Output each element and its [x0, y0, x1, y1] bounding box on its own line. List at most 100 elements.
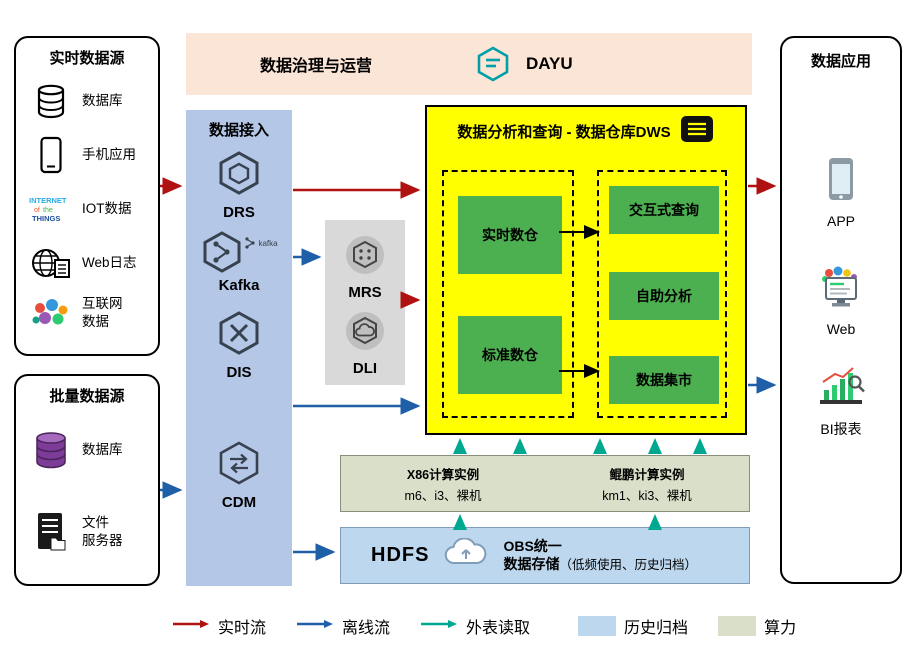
ingestion-item-kafka: kafka Kafka [186, 230, 292, 294]
governance-title: 数据治理与运营 [260, 58, 373, 75]
service-group: 交互式查询 自助分析 数据集市 [597, 170, 727, 418]
processing-item-label: MRS [348, 284, 382, 301]
dli-icon [344, 310, 386, 357]
source-item-database: 数据库 [26, 76, 154, 126]
app-icon [826, 156, 856, 207]
file-server-icon [26, 511, 76, 553]
iot-icon: INTERNET of the THINGS [26, 194, 76, 224]
application-label: APP [826, 213, 855, 229]
legend-label: 历史归档 [624, 620, 689, 637]
source-item-label: 数据库 [82, 93, 123, 109]
source-item-label: 数据库 [82, 442, 123, 458]
batch-sources-panel: 批量数据源 数据库 [14, 374, 160, 586]
source-item-batch-database: 数据库 [26, 422, 154, 478]
legend-item-offline: 离线流 [296, 614, 390, 638]
legend: 实时流 离线流 外表读取 历史归档 算力 [172, 614, 796, 638]
ingestion-item-label: Kafka [218, 277, 260, 294]
ingestion-title: 数据接入 [208, 122, 269, 139]
applications-title: 数据应用 [810, 53, 871, 70]
source-item-label: 文件 服务器 [82, 515, 123, 548]
obs-line2: 数据存储 [503, 556, 560, 573]
kafka-hexagon-icon: kafka [200, 230, 278, 274]
external-read-arrow-icon [420, 617, 458, 635]
bi-report-icon [817, 364, 865, 413]
standard-warehouse-box: 标准数仓 [458, 316, 562, 394]
obs-note: （低频使用、历史归档） [559, 558, 697, 573]
batch-sources-title: 批量数据源 [49, 388, 125, 405]
x86-compute-title: X86计算实例 [406, 467, 480, 482]
legend-label: 离线流 [342, 620, 391, 637]
source-item-label: Web日志 [82, 255, 137, 271]
ingestion-item-label: DRS [223, 204, 255, 221]
ingestion-item-label: DIS [226, 364, 252, 381]
dis-hexagon-icon [216, 310, 262, 361]
processing-item-dli: DLI [325, 310, 405, 377]
legend-item-realtime: 实时流 [172, 614, 266, 638]
web-log-icon [26, 246, 76, 280]
purple-database-icon [26, 429, 76, 471]
source-item-web-log: Web日志 [26, 238, 154, 288]
x86-compute-detail: m6、i3、裸机 [404, 488, 482, 503]
warehouse-group: 实时数仓 标准数仓 [442, 170, 574, 418]
dws-title: 数据分析和查询 - 数据仓库DWS [457, 123, 671, 141]
application-label: BI报表 [820, 421, 862, 437]
svg-text:THINGS: THINGS [32, 214, 60, 223]
obs-line1: OBS统一 [503, 538, 562, 555]
offline-flow-arrow-icon [296, 617, 334, 635]
web-icon [817, 266, 865, 315]
dws-panel: 数据分析和查询 - 数据仓库DWS 实时数仓 标准数仓 交互式查询 [425, 105, 747, 435]
cdm-hexagon-icon [216, 440, 262, 491]
dayu-logo-icon [468, 46, 518, 82]
dws-title-row: 数据分析和查询 - 数据仓库DWS [427, 114, 745, 148]
kunpeng-compute-title: 鲲鹏计算实例 [609, 467, 685, 482]
governance-panel: 数据治理与运营 DAYU [186, 33, 752, 95]
database-icon [26, 83, 76, 119]
mobile-phone-icon [26, 136, 76, 174]
drs-hexagon-icon [216, 150, 262, 201]
service-label: 数据集市 [636, 372, 692, 388]
svg-text:INTERNET: INTERNET [29, 196, 67, 205]
kafka-mini-logo: kafka [244, 236, 278, 250]
application-label: Web [826, 321, 856, 337]
legend-label: 实时流 [218, 620, 267, 637]
source-item-mobile-app: 手机应用 [26, 130, 154, 180]
svg-text:of: of [34, 207, 40, 214]
legend-item-compute: 算力 [718, 614, 796, 638]
application-item-bi: BI报表 [782, 364, 900, 439]
source-item-label: 互联网 数据 [82, 296, 123, 329]
processing-item-label: DLI [352, 360, 378, 377]
hdfs-label: HDFS [371, 544, 430, 566]
ingestion-item-label: CDM [221, 494, 257, 511]
source-item-iot: INTERNET of the THINGS IOT数据 [26, 184, 154, 234]
interactive-query-box: 交互式查询 [609, 186, 719, 234]
obs-cloud-icon [443, 537, 489, 573]
application-item-app: APP [782, 156, 900, 229]
source-item-file-server: 文件 服务器 [26, 502, 154, 562]
service-label: 自助分析 [636, 288, 692, 304]
realtime-sources-panel: 实时数据源 数据库 手机应用 [14, 36, 160, 356]
processing-item-mrs: MRS [325, 234, 405, 301]
applications-panel: 数据应用 APP [780, 36, 902, 584]
svg-text:the: the [43, 207, 53, 214]
obs-storage-label: OBS统一 数据存储 （低频使用、历史归档） [503, 537, 697, 573]
ingestion-item-dis: DIS [186, 310, 292, 381]
legend-label: 算力 [764, 620, 797, 637]
ingestion-panel: 数据接入 DRS [186, 110, 292, 586]
storage-panel: HDFS OBS统一 数据存储 （低频使用、历史归档） [340, 527, 750, 584]
compute-swatch [718, 616, 757, 636]
application-item-web: Web [782, 266, 900, 337]
self-service-analysis-box: 自助分析 [609, 272, 719, 320]
warehouse-label: 标准数仓 [482, 347, 538, 363]
source-item-internet-data: 互联网 数据 [26, 288, 154, 338]
realtime-sources-title: 实时数据源 [49, 50, 125, 67]
realtime-warehouse-box: 实时数仓 [458, 196, 562, 274]
ingestion-item-cdm: CDM [186, 440, 292, 511]
processing-panel: MRS DLI [325, 220, 405, 385]
ingestion-item-drs: DRS [186, 150, 292, 221]
legend-item-archive: 历史归档 [578, 614, 688, 638]
internet-data-icon [26, 298, 76, 328]
kunpeng-compute-column: 鲲鹏计算实例 km1、ki3、裸机 [545, 456, 749, 511]
dayu-brand: DAYU [468, 33, 573, 95]
source-item-label: 手机应用 [82, 147, 136, 163]
